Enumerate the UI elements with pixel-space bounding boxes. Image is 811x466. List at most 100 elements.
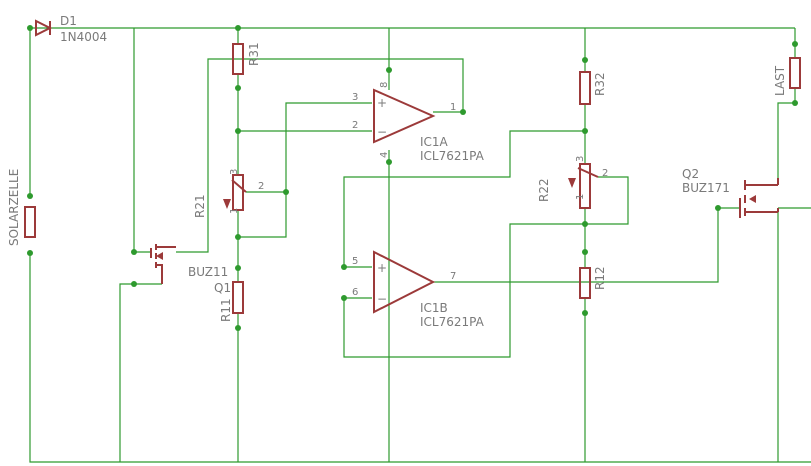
junction: [235, 25, 241, 31]
ic1a-plus: +: [377, 96, 387, 110]
ic1b-minus: −: [377, 292, 387, 306]
wire-q1-gate: [176, 58, 464, 253]
ic1b-plus: +: [377, 261, 387, 275]
junction: [715, 205, 721, 211]
solar-cell: SOLARZELLE: [7, 169, 36, 246]
junction: [582, 249, 588, 255]
q1-arrow: [156, 252, 163, 260]
junction: [386, 159, 392, 165]
q1-value: BUZ11: [188, 265, 228, 279]
resistor-body: [579, 71, 591, 105]
junction: [460, 109, 466, 115]
mosfet-q2: Q2 BUZ171: [682, 167, 779, 218]
resistor-r11: R11: [219, 281, 244, 322]
diode-triangle: [35, 19, 53, 37]
r21-label: R21: [193, 194, 207, 218]
junctions: [27, 25, 798, 331]
junction: [131, 249, 137, 255]
resistor-body: [579, 267, 591, 299]
load-body: [789, 57, 801, 89]
ic1b-pin7: 7: [450, 271, 456, 282]
load-last: LAST: [773, 57, 801, 96]
wire-r21-wiper: [246, 102, 372, 193]
r21-pin-wiper: 2: [258, 181, 264, 192]
ic1b-name: IC1B: [420, 301, 448, 315]
junction: [235, 234, 241, 240]
wire-ground-rail: [29, 253, 811, 463]
r31-label: R31: [247, 42, 261, 66]
pot-r22: 3 2 1 R22: [537, 156, 608, 209]
resistor-r32: R32: [579, 71, 607, 105]
opamp-ic1a: + − 3 2 1 8 4 IC1A ICL7621PA: [352, 82, 485, 163]
ic1a-pin2: 2: [352, 120, 358, 131]
junction: [582, 128, 588, 134]
resistor-body: [232, 43, 244, 75]
junction: [27, 25, 33, 31]
solar-cell-body: [24, 206, 36, 238]
pot-arrow: [223, 199, 231, 209]
r11-label: R11: [219, 298, 233, 322]
junction: [792, 100, 798, 106]
wires: [29, 27, 811, 463]
q2-arrow: [749, 195, 756, 203]
wire-top-rail: [29, 27, 795, 196]
q1-name: Q1: [214, 281, 231, 295]
last-label: LAST: [773, 65, 787, 96]
r32-label: R32: [593, 72, 607, 96]
q2-leads: [745, 178, 779, 213]
junction: [27, 250, 33, 256]
opamp-triangle: [373, 88, 436, 144]
solar-cell-label: SOLARZELLE: [7, 169, 21, 246]
r21-pin-bottom: 1: [229, 208, 240, 214]
junction: [792, 41, 798, 47]
wire-ic1b-plus: [343, 130, 585, 268]
junction: [27, 193, 33, 199]
q1-leads: [156, 246, 176, 284]
r12-label: R12: [593, 266, 607, 290]
resistor-r31: R31: [232, 42, 261, 75]
opamp-ic1b: + − 5 6 7 IC1B ICL7621PA: [352, 250, 485, 329]
ic1a-pin3: 3: [352, 92, 358, 103]
junction: [283, 189, 289, 195]
wire-q1-source: [119, 283, 162, 462]
wire-ic1b-minus: [343, 176, 629, 358]
ic1b-pin6: 6: [352, 287, 358, 298]
ic1a-value: ICL7621PA: [420, 149, 485, 163]
wire-q1-drain: [133, 28, 151, 253]
junction: [582, 310, 588, 316]
junction: [341, 295, 347, 301]
pot-wiper: [231, 179, 247, 193]
q2-value: BUZ171: [682, 181, 730, 195]
junction: [235, 325, 241, 331]
r22-pin-bottom: 1: [575, 194, 586, 200]
junction: [341, 264, 347, 270]
pot-arrow: [568, 178, 576, 188]
pot-r21: 3 2 1 R21: [193, 169, 264, 218]
ic1a-pin8: 8: [379, 82, 390, 88]
q2-name: Q2: [682, 167, 699, 181]
mosfet-q1: BUZ11 Q1: [150, 244, 231, 295]
ic1a-name: IC1A: [420, 135, 449, 149]
ic1a-pin1: 1: [450, 102, 456, 113]
wire-r21-bottom: [238, 192, 287, 238]
junction: [386, 67, 392, 73]
junction: [235, 265, 241, 271]
junction: [235, 128, 241, 134]
junction: [582, 57, 588, 63]
opamp-triangle: [373, 250, 436, 314]
r22-label: R22: [537, 178, 551, 202]
pot-body: [232, 174, 244, 211]
pot-wiper: [577, 167, 599, 178]
r22-pin-wiper: 2: [602, 168, 608, 179]
junction: [582, 221, 588, 227]
r22-pin-top: 3: [575, 156, 586, 162]
wire-ic1b-out: [433, 207, 740, 283]
r21-pin-top: 3: [229, 169, 240, 175]
junction: [131, 281, 137, 287]
diode-d1: D1 1N4004: [35, 14, 107, 44]
resistor-r12: R12: [579, 266, 607, 299]
ic1b-value: ICL7621PA: [420, 315, 485, 329]
d1-name: D1: [60, 14, 77, 28]
d1-value: 1N4004: [60, 30, 107, 44]
